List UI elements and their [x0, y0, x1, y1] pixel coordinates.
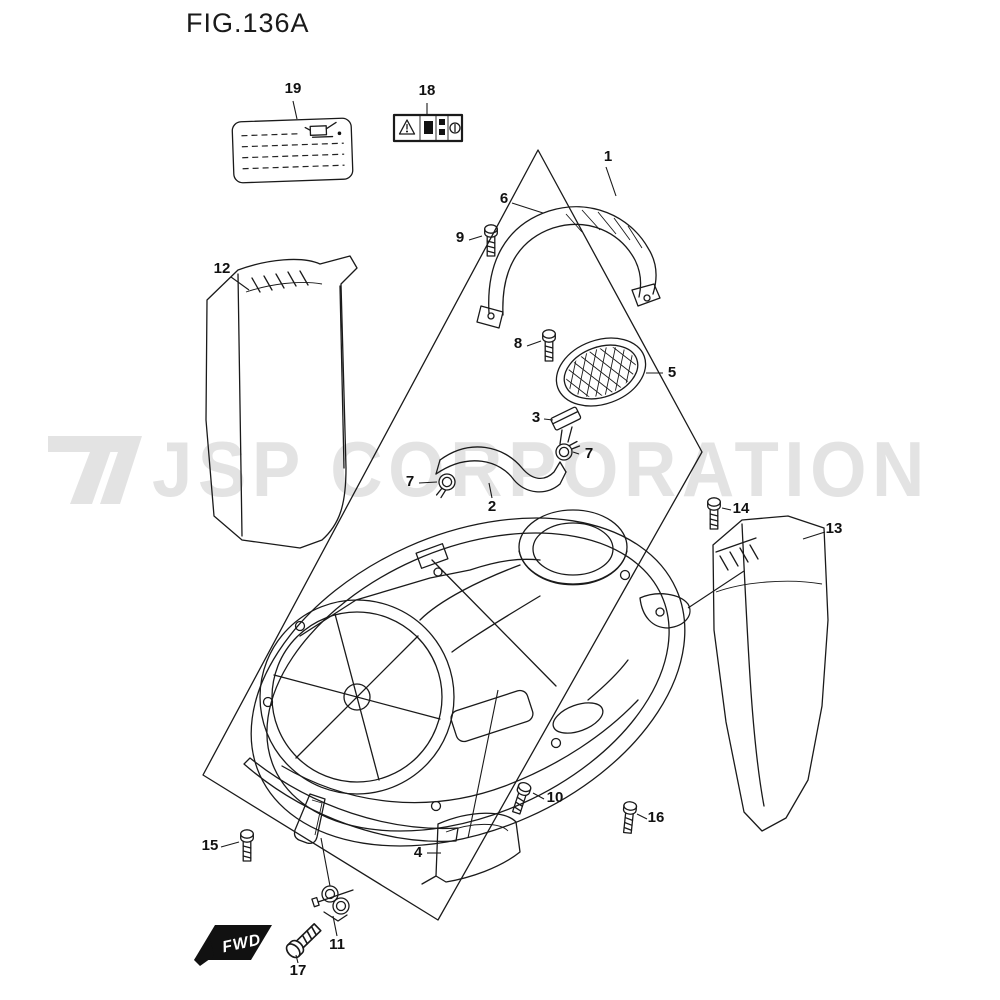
battery-icon [449, 122, 461, 134]
fwd-arrow: FWD [194, 925, 272, 966]
watermark-text: JSP CORPORATION [152, 425, 930, 513]
callout-9: 9 [456, 229, 464, 246]
callout-2: 2 [488, 498, 496, 515]
rim-clip [293, 793, 326, 845]
left-side-cover [205, 255, 358, 549]
ring-gear-cover [243, 509, 691, 847]
callout-18: 18 [419, 82, 436, 99]
grille [555, 337, 647, 407]
clamp-assembly [311, 885, 354, 922]
callout-13: 13 [826, 520, 843, 537]
parts-icon [439, 119, 445, 135]
breather-fitting [550, 406, 582, 445]
callout-7: 7 [585, 445, 593, 462]
bolt-8 [542, 329, 556, 362]
callout-10: 10 [547, 789, 564, 806]
bolt-17 [283, 920, 324, 961]
watermark: JSP CORPORATION [48, 425, 930, 513]
caution-sticker [231, 117, 354, 184]
leader-lines [220, 100, 826, 964]
bolt-15 [240, 829, 254, 862]
callout-4: 4 [414, 844, 423, 861]
callout-15: 15 [202, 837, 219, 854]
callout-17: 17 [290, 962, 307, 979]
callout-19: 19 [285, 80, 302, 97]
callout-6: 6 [500, 190, 508, 207]
callout-8: 8 [514, 335, 522, 352]
bolt-16 [620, 800, 638, 835]
callout-1: 1 [604, 148, 612, 165]
assembly-boundary [202, 149, 703, 921]
callout-16: 16 [648, 809, 665, 826]
breather-hose [435, 446, 567, 493]
right-side-cover [712, 515, 829, 832]
callout-3: 3 [532, 409, 540, 426]
manual-icon [424, 121, 433, 134]
fasteners [240, 224, 721, 961]
oil-can-icon [304, 121, 342, 138]
top-bracket [476, 206, 661, 329]
callout-7b: 7 [406, 473, 414, 490]
figure-title: FIG.136A [186, 8, 310, 38]
callout-14: 14 [733, 500, 750, 517]
callout-5: 5 [668, 364, 676, 381]
warning-triangle-icon [398, 119, 416, 135]
callout-12: 12 [214, 260, 231, 277]
warning-label [392, 113, 464, 143]
watermark-logo [48, 436, 142, 504]
callout-labels: 1 2 3 4 5 6 7 8 9 10 11 12 13 14 15 16 1… [202, 80, 843, 979]
callout-11: 11 [329, 936, 345, 953]
lower-bracket [421, 812, 521, 885]
